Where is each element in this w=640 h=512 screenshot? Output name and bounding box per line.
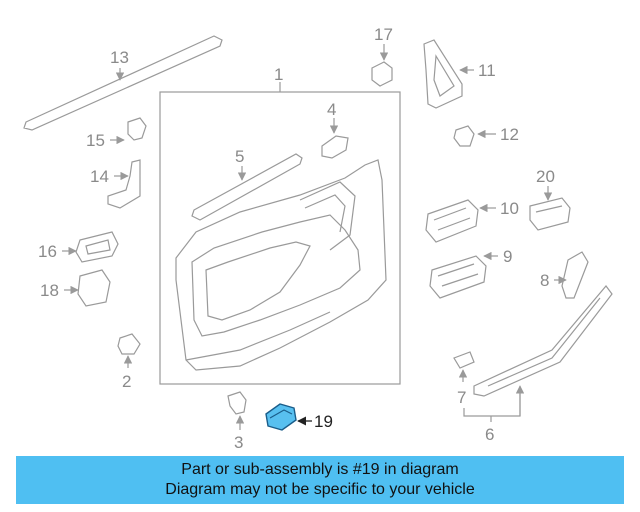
part-10-switch bbox=[425, 199, 479, 243]
callout-13[interactable]: 13 bbox=[110, 48, 129, 67]
callout-18[interactable]: 18 bbox=[40, 281, 59, 300]
part-3-screw bbox=[227, 391, 247, 415]
callout-10[interactable]: 10 bbox=[500, 199, 519, 218]
callout-4[interactable]: 4 bbox=[327, 100, 336, 119]
callout-5[interactable]: 5 bbox=[235, 147, 244, 166]
part-15-clip bbox=[127, 117, 147, 141]
part-2-clip bbox=[117, 333, 141, 355]
banner-line-2: Diagram may not be specific to your vehi… bbox=[165, 481, 475, 498]
banner-line-1: Part or sub-assembly is #19 in diagram bbox=[181, 461, 459, 478]
part-14-bracket bbox=[107, 159, 141, 209]
info-banner: Part or sub-assembly is #19 in diagram D… bbox=[16, 456, 624, 504]
part-11-mirror-cover bbox=[423, 39, 463, 109]
part-17-cap bbox=[371, 61, 393, 87]
part-19-highlighted[interactable] bbox=[265, 403, 297, 431]
part-16-bezel bbox=[75, 231, 119, 263]
callout-15[interactable]: 15 bbox=[86, 131, 105, 150]
part-5-trim-strip bbox=[191, 153, 303, 221]
callout-19[interactable]: 19 bbox=[314, 412, 333, 431]
part-9-switch bbox=[429, 255, 487, 299]
callout-1[interactable]: 1 bbox=[274, 65, 283, 84]
callout-12[interactable]: 12 bbox=[500, 125, 519, 144]
callout-11[interactable]: 11 bbox=[478, 61, 496, 80]
part-18-retainer bbox=[77, 269, 111, 307]
parts-diagram: 1 4 5 13 15 14 16 18 2 3 bbox=[23, 25, 613, 452]
callout-17[interactable]: 17 bbox=[374, 25, 393, 44]
callout-2[interactable]: 2 bbox=[122, 372, 131, 391]
callout-20[interactable]: 20 bbox=[536, 167, 555, 186]
callout-7[interactable]: 7 bbox=[457, 388, 466, 407]
callout-3[interactable]: 3 bbox=[234, 433, 243, 452]
part-7-clip bbox=[453, 351, 475, 369]
part-8-bracket bbox=[561, 251, 589, 299]
callout-9[interactable]: 9 bbox=[503, 247, 512, 266]
part-12-clip bbox=[453, 125, 475, 147]
door-trim-panel bbox=[175, 159, 387, 371]
part-6-armrest-trim bbox=[473, 285, 613, 397]
callout-6[interactable]: 6 bbox=[485, 425, 494, 444]
callout-8[interactable]: 8 bbox=[540, 271, 549, 290]
part-13-molding bbox=[23, 35, 223, 131]
part-4-clip bbox=[321, 135, 349, 159]
part-20-switch bbox=[529, 197, 571, 231]
callout-16[interactable]: 16 bbox=[38, 242, 57, 261]
callout-14[interactable]: 14 bbox=[90, 167, 109, 186]
